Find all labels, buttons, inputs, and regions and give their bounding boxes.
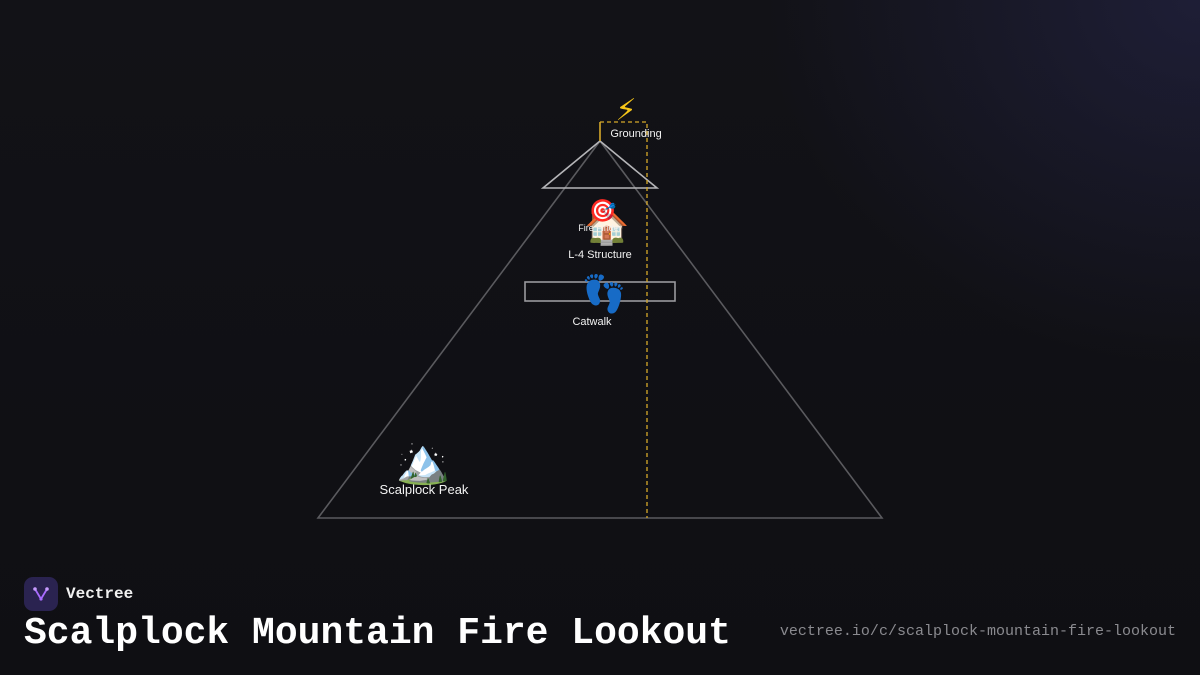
roof-outline	[540, 139, 660, 189]
catwalk-label: Catwalk	[572, 316, 612, 328]
grounding-wire	[600, 121, 648, 518]
peak-label: Scalplock Peak	[380, 482, 469, 497]
mountain-icon: 🏔️	[396, 436, 451, 487]
page-title: Scalplock Mountain Fire Lookout	[24, 612, 731, 655]
vectree-logo-icon	[24, 577, 58, 611]
catwalk-outline	[524, 281, 676, 302]
footprints-icon: 👣	[582, 272, 627, 315]
page-url[interactable]: vectree.io/c/scalplock-mountain-fire-loo…	[779, 623, 1176, 640]
brand[interactable]: Vectree	[24, 577, 133, 611]
lightning-icon: ⚡	[615, 93, 636, 128]
target-icon: 🎯	[589, 198, 616, 224]
grounding-label: Grounding	[610, 128, 661, 140]
house-icon: 🏠	[585, 206, 630, 247]
mountain-outline	[316, 139, 884, 519]
structure-label: L-4 Structure	[568, 249, 632, 261]
brand-name: Vectree	[66, 585, 134, 603]
fire-finder-label: Fire Finder	[578, 223, 622, 233]
